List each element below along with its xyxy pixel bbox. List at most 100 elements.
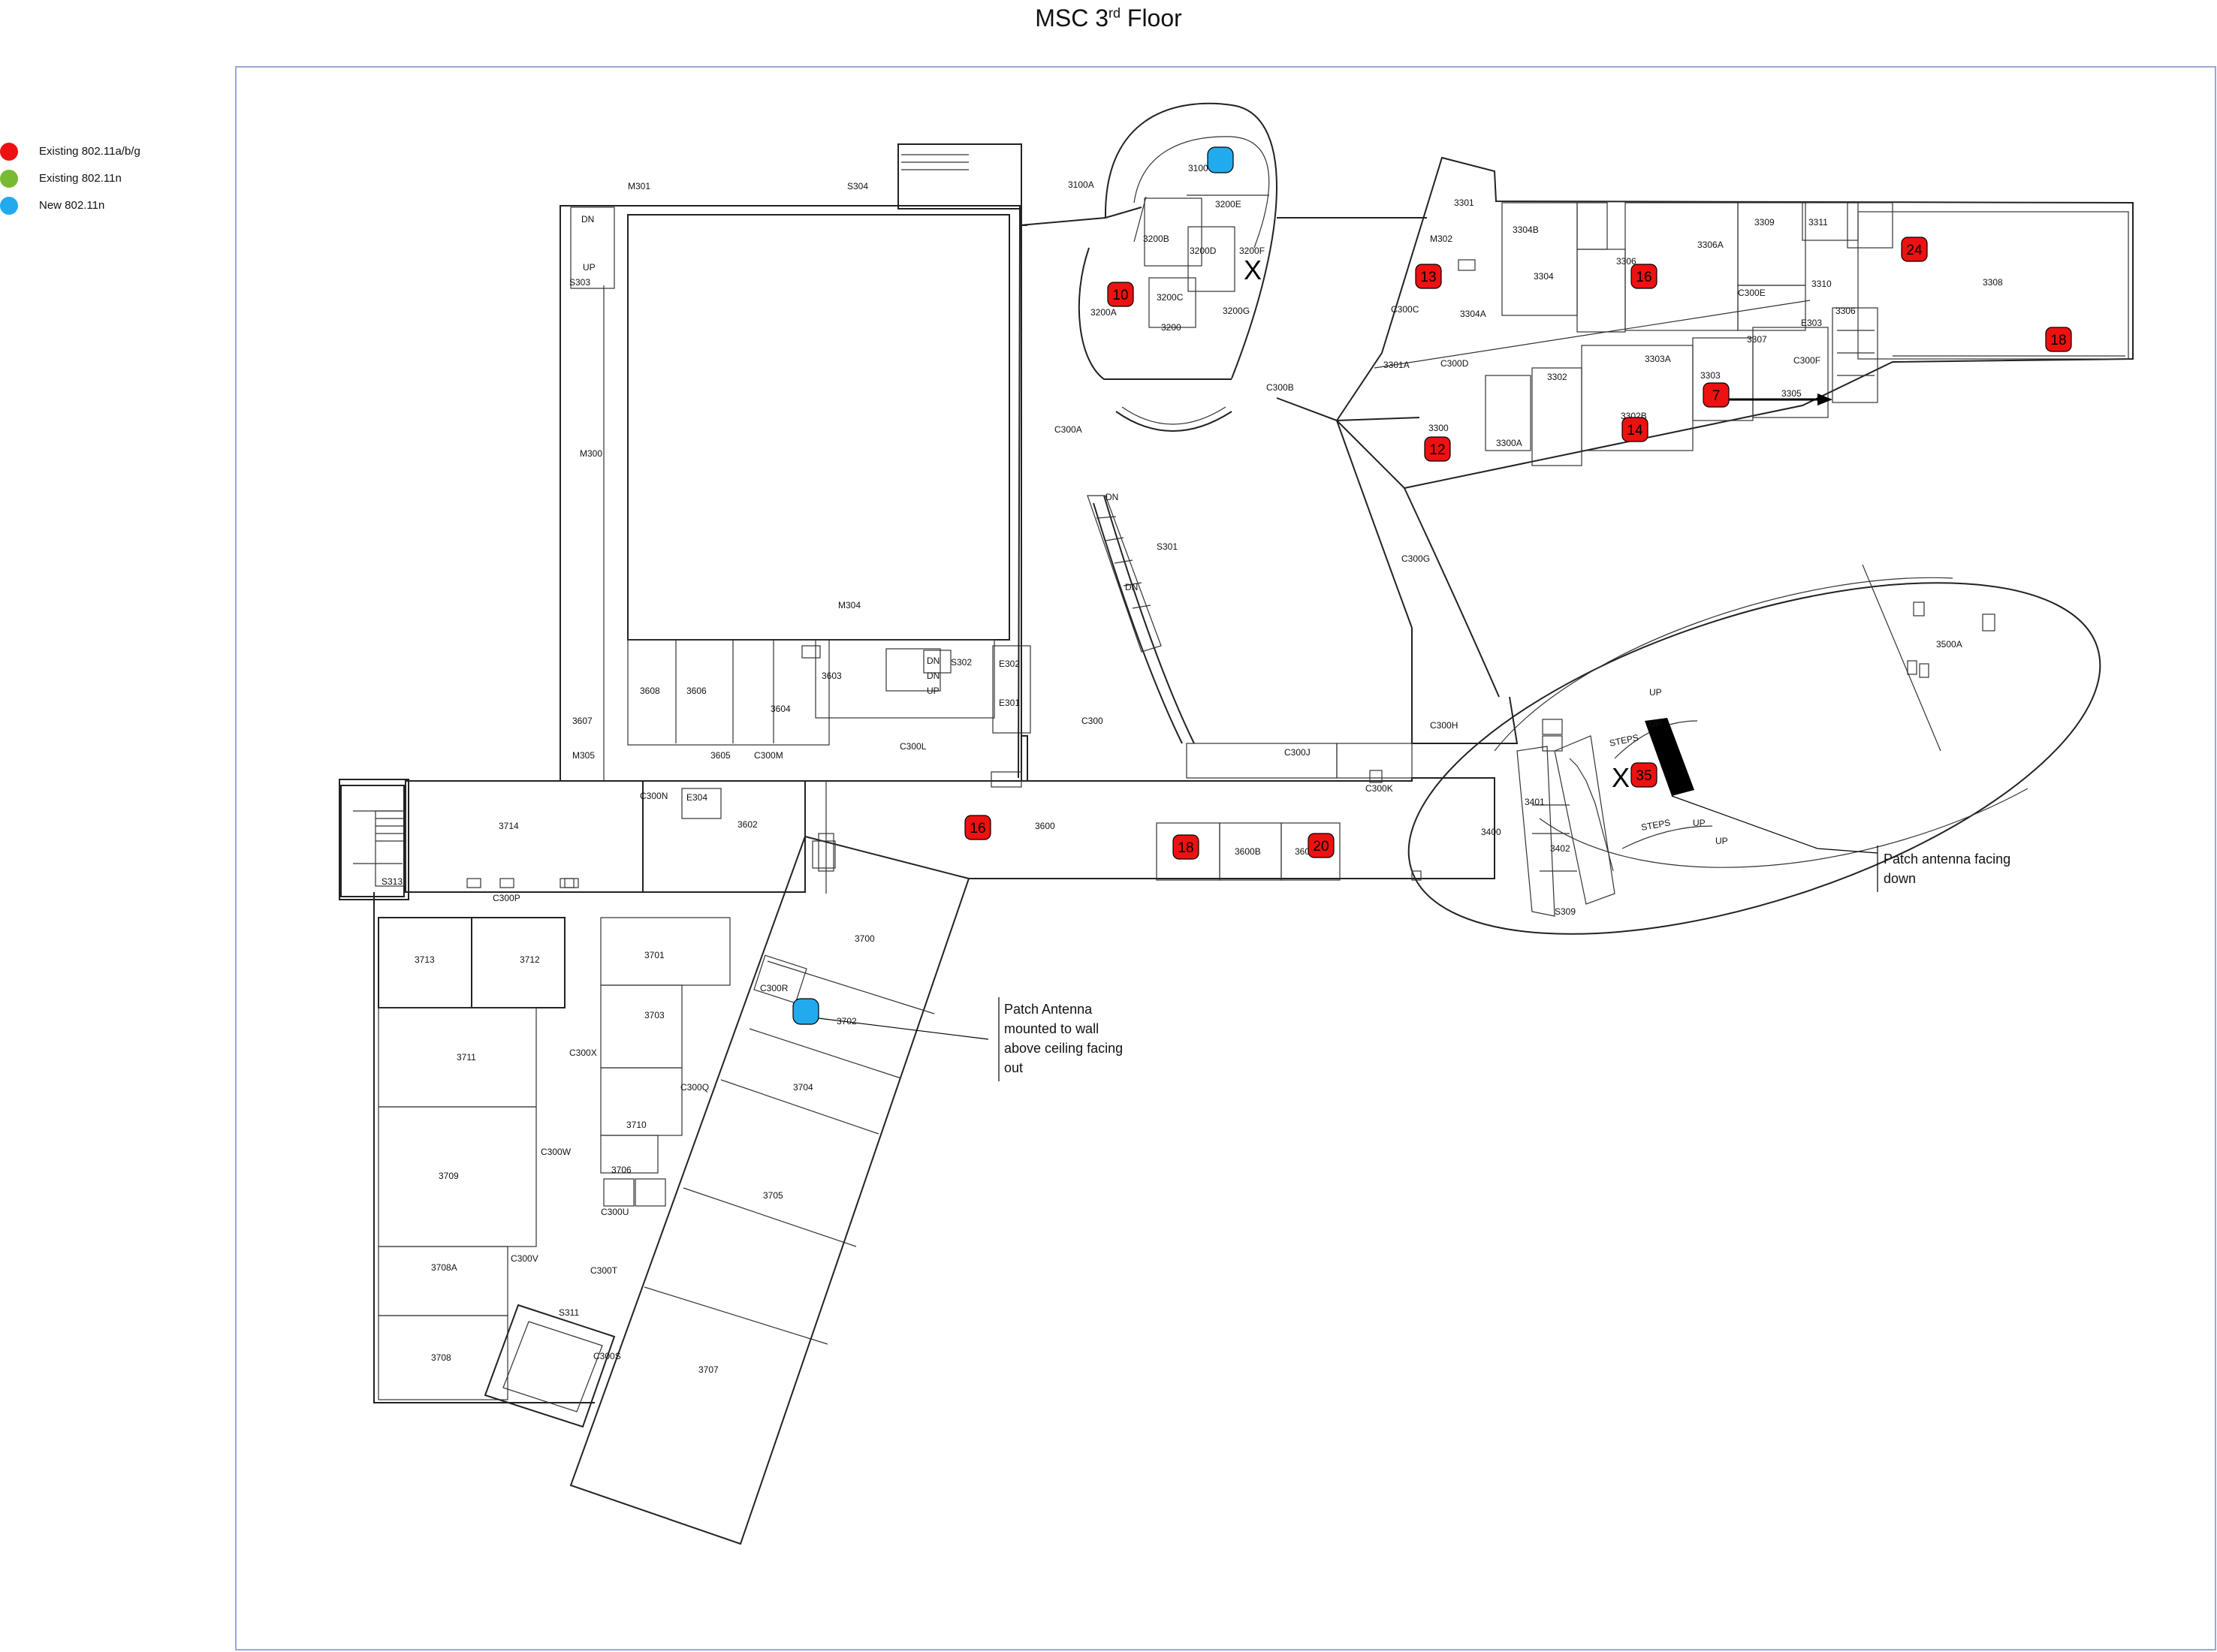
note-line: mounted to wall <box>1004 1021 1099 1036</box>
room-label-3602: 3602 <box>737 819 758 830</box>
room-label-3301a: 3301A <box>1383 360 1410 370</box>
room-label-3301: 3301 <box>1454 197 1474 208</box>
up-label: UP <box>1649 687 1662 698</box>
room-label-c300j: C300J <box>1284 747 1311 758</box>
room-label-3708a: 3708A <box>431 1262 457 1273</box>
room-label-3607: 3607 <box>572 716 593 726</box>
room-label-c300: C300 <box>1081 716 1103 726</box>
access-point[interactable]: 14 <box>1621 417 1648 442</box>
access-point[interactable]: 18 <box>1172 834 1199 860</box>
room-label-3310: 3310 <box>1811 279 1832 289</box>
room-label-c300h: C300H <box>1430 720 1458 731</box>
up-label: UP <box>1693 818 1706 828</box>
room-label-3200f: 3200F <box>1239 246 1265 256</box>
access-point[interactable] <box>1207 146 1234 173</box>
legend-label: Existing 802.11n <box>39 172 122 185</box>
room-label-3303a: 3303A <box>1645 354 1671 364</box>
room-label-c300l: C300L <box>900 741 927 752</box>
room-label-3100a: 3100A <box>1068 179 1094 190</box>
ap-label: 20 <box>1313 839 1329 855</box>
walls <box>339 102 2134 1545</box>
note-line: Patch Antenna <box>1004 1002 1093 1017</box>
note-line: Patch antenna facing <box>1884 852 2010 867</box>
room-label-3606: 3606 <box>686 686 707 696</box>
room-label-3304b: 3304B <box>1513 225 1539 235</box>
room-label-3706: 3706 <box>611 1165 632 1175</box>
room-label-c300x: C300X <box>569 1048 597 1058</box>
room-label-s309: S309 <box>1555 906 1576 917</box>
room-label-3307: 3307 <box>1747 334 1767 345</box>
room-label-c300t: C300T <box>590 1265 618 1276</box>
access-point[interactable]: 20 <box>1308 833 1335 858</box>
legend-label: New 802.11n <box>39 199 105 212</box>
removed-mark: X <box>1612 762 1630 793</box>
room-label-3713: 3713 <box>415 954 435 965</box>
room-label-3306: 3306 <box>1616 256 1636 267</box>
room-label-3600: 3600 <box>1035 821 1055 831</box>
ap-label: 10 <box>1112 288 1128 303</box>
room-label-e302: E302 <box>999 659 1020 669</box>
blue-dot-icon <box>0 197 18 215</box>
access-point[interactable]: 13 <box>1415 264 1442 289</box>
ap-label: 7 <box>1712 388 1721 404</box>
room-label-3703: 3703 <box>644 1010 665 1020</box>
room-label-3608: 3608 <box>640 686 660 696</box>
room-label-c300s: C300S <box>593 1351 621 1361</box>
access-point[interactable] <box>792 998 819 1025</box>
room-label-3400: 3400 <box>1481 827 1501 837</box>
ap-label: 16 <box>970 821 985 837</box>
room-label-3200c: 3200C <box>1157 292 1184 303</box>
room-label-3709: 3709 <box>439 1171 459 1181</box>
room-label-e301: E301 <box>999 698 1020 708</box>
patch-antenna-block <box>1645 718 1694 796</box>
note-patch-down: Patch antenna facing down <box>1884 852 2010 886</box>
access-point[interactable]: 7 <box>1703 382 1730 408</box>
room-label-m304: M304 <box>838 600 861 610</box>
removed-mark: X <box>1244 255 1262 285</box>
room-label-s302: S302 <box>951 657 972 668</box>
room-label-3100: 3100 <box>1188 163 1208 173</box>
map-frame <box>235 66 2216 1650</box>
room-label-m300: M300 <box>580 448 602 459</box>
room-label-c300w: C300W <box>541 1147 572 1157</box>
room-label-3305: 3305 <box>1781 388 1802 399</box>
access-point[interactable]: 35 <box>1630 762 1657 788</box>
access-point[interactable]: 16 <box>1630 264 1657 289</box>
room-label-3702: 3702 <box>837 1016 857 1026</box>
room-label-e304: E304 <box>686 792 707 803</box>
room-label-3308: 3308 <box>1983 277 2003 288</box>
room-label-c300m: C300M <box>754 750 783 761</box>
room-label-3200: 3200 <box>1161 322 1181 333</box>
room-label-3306a: 3306A <box>1697 240 1724 250</box>
room-label-c300e: C300E <box>1738 288 1766 298</box>
room-label-c300f: C300F <box>1793 355 1820 366</box>
room-label-3300a: 3300A <box>1496 438 1522 448</box>
direction-arrow <box>1729 393 1832 405</box>
room-label-c300k: C300K <box>1365 783 1393 794</box>
room-label-3604: 3604 <box>771 704 791 714</box>
room-label-c300d: C300D <box>1440 358 1469 369</box>
room-label-s304: S304 <box>847 181 868 191</box>
green-dot-icon <box>0 170 18 188</box>
access-point[interactable]: 10 <box>1107 282 1134 307</box>
ap-label: 24 <box>1906 243 1923 258</box>
leader-line <box>1671 795 1878 854</box>
room-label-3603: 3603 <box>822 671 842 681</box>
red-dot-icon <box>0 143 18 161</box>
room-label-3304a: 3304A <box>1460 309 1486 319</box>
note-line: above ceiling facing <box>1004 1041 1123 1056</box>
access-point[interactable]: 12 <box>1424 436 1451 462</box>
access-point[interactable]: 18 <box>2045 327 2072 352</box>
room-label-c300a: C300A <box>1054 424 1082 435</box>
room-label-3500a: 3500A <box>1936 639 1962 650</box>
room-label-3711: 3711 <box>457 1052 476 1063</box>
access-point[interactable]: 24 <box>1901 237 1928 262</box>
access-point[interactable]: 16 <box>964 815 991 840</box>
room-label-3200g: 3200G <box>1223 306 1250 316</box>
room-label-3302: 3302 <box>1547 372 1567 382</box>
room-label-3200e: 3200E <box>1215 199 1241 210</box>
room-label-c300c: C300C <box>1391 304 1419 315</box>
room-label-s311: S311 <box>559 1307 579 1318</box>
page-title: MSC 3rd Floor <box>1035 5 1182 32</box>
ap-label: 16 <box>1636 270 1651 285</box>
